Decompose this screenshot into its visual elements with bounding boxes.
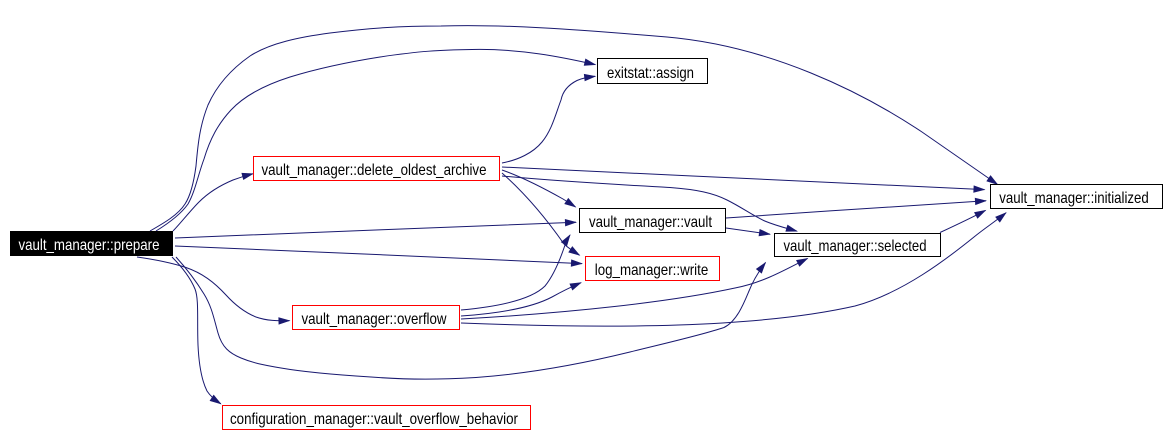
svg-text:vault_manager::prepare: vault_manager::prepare (19, 237, 160, 254)
svg-text:configuration_manager::vault_o: configuration_manager::vault_overflow_be… (230, 411, 519, 428)
svg-text:vault_manager::selected: vault_manager::selected (784, 238, 927, 255)
svg-text:log_manager::write: log_manager::write (595, 262, 709, 279)
svg-text:vault_manager::overflow: vault_manager::overflow (302, 311, 447, 328)
svg-text:vault_manager::vault: vault_manager::vault (589, 214, 712, 231)
svg-text:vault_manager::delete_oldest_a: vault_manager::delete_oldest_archive (262, 162, 487, 179)
svg-text:vault_manager::initialized: vault_manager::initialized (999, 190, 1149, 207)
svg-text:exitstat::assign: exitstat::assign (607, 65, 694, 82)
